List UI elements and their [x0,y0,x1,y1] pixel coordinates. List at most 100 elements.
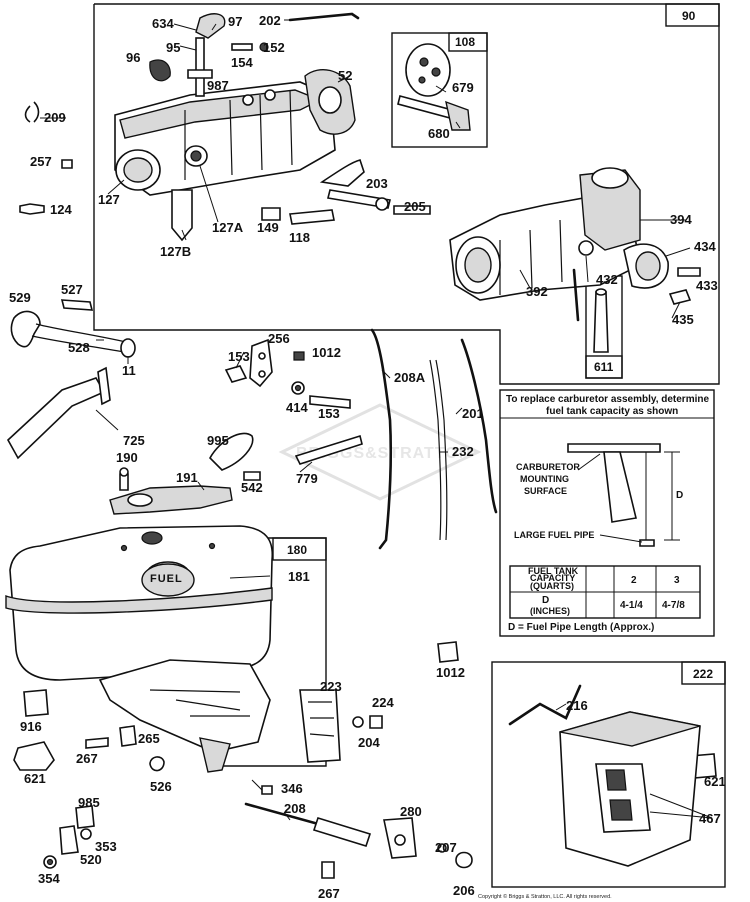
mounting-bracket [98,659,271,773]
carburetor-body [114,81,336,242]
part-label-394: 394 [670,212,692,227]
part-label-542: 542 [241,480,263,495]
frame-611: 611 [585,275,623,379]
note-pipe-label: LARGE FUEL PIPE [514,530,594,540]
part-label-634: 634 [152,16,174,31]
part-label-680: 680 [428,126,450,141]
frame-90: 90 [93,3,720,385]
part-label-208: 208 [284,801,306,816]
part-label-191: 191 [176,470,198,485]
frame-108: 108 [391,32,488,148]
part-label-224: 224 [372,695,394,710]
note-dim-d: D [676,490,683,501]
linkage-256 [224,338,351,409]
fuel-pipe-528 [10,310,136,358]
part-label-256: 256 [268,331,290,346]
part-label-154: 154 [231,55,253,70]
part-label-527: 527 [61,282,83,297]
table-r2-val-1: 4-1/4 [620,600,643,611]
part-label-467: 467 [699,811,721,826]
gasket-108-parts [397,43,471,131]
part-label-433: 433 [696,278,718,293]
part-label-203: 203 [366,176,388,191]
part-label-149: 149 [257,220,279,235]
part-label-526: 526 [150,779,172,794]
part-label-207: 207 [435,840,457,855]
air-cleaner-222 [508,684,701,867]
part-label-267b: 267 [318,886,340,901]
part-label-153b: 153 [318,406,340,421]
part-label-127b: 127B [160,244,191,259]
part-label-520: 520 [80,852,102,867]
part-label-267a: 267 [76,751,98,766]
part-label-257: 257 [30,154,52,169]
table-r1-label-2: CAPACITY [530,573,575,583]
choke-link-202 [288,12,360,22]
throttle-shaft-assembly [149,13,269,97]
part-label-124: 124 [50,202,72,217]
table-r1-val-2: 3 [674,575,680,586]
part-label-528: 528 [68,340,90,355]
table-r2-label-1: D [542,595,549,606]
carburetor-392 [449,167,701,353]
part-label-216: 216 [566,698,588,713]
part-label-779: 779 [296,471,318,486]
part-label-414: 414 [286,400,308,415]
part-label-265: 265 [138,731,160,746]
part-label-1012a: 1012 [312,345,341,360]
table-r1-label-3: (QUARTS) [530,581,574,591]
part-label-434: 434 [694,239,716,254]
part-label-346: 346 [281,781,303,796]
part-label-153a: 153 [228,349,250,364]
control-plate-223 [299,689,383,763]
fuel-cap-text: FUEL [150,573,183,585]
capacity-table: FUEL TANK CAPACITY (QUARTS) 2 3 D (INCHE… [509,565,701,619]
part-number-labels: 634 97 202 95 152 154 96 987 52 679 680 … [9,13,726,901]
note-title-1: To replace carburetor assembly, determin… [506,394,709,405]
carb-note-box: To replace carburetor assembly, determin… [499,389,715,637]
part-label-354: 354 [38,871,60,886]
label-90: 90 [682,9,696,23]
part-label-232: 232 [452,444,474,459]
label-611: 611 [594,360,614,374]
part-label-118: 118 [289,230,310,245]
part-label-679: 679 [452,80,474,95]
part-label-95: 95 [166,40,180,55]
part-label-201: 201 [462,406,484,421]
part-label-1012b: 1012 [436,665,465,680]
part-label-987: 987 [207,78,229,93]
part-label-435: 435 [672,312,694,327]
part-label-190: 190 [116,450,138,465]
table-r1-label-1: FUEL TANK [528,566,579,576]
bottom-parts [13,641,717,879]
part-label-181: 181 [288,569,310,584]
label-222: 222 [693,667,713,681]
leader-lines [40,19,713,821]
frame-222: 222 [491,661,726,888]
note-footnote: D = Fuel Pipe Length (Approx.) [508,622,654,633]
note-mount-1: CARBURETOR [516,462,580,472]
part-label-96: 96 [126,50,140,65]
part-label-11: 11 [122,363,136,378]
note-mount-2: MOUNTING [520,474,569,484]
clip-527 [60,299,94,311]
part-label-152: 152 [263,40,285,55]
note-title-2: fuel tank capacity as shown [546,406,678,417]
part-label-725: 725 [123,433,145,448]
label-108: 108 [455,35,475,49]
parts-995-542-779 [209,432,363,481]
gasket-52 [304,68,356,135]
part-label-127a: 127A [212,220,244,235]
part-label-205: 205 [404,199,426,214]
gasket-191 [109,485,233,515]
choke-lever-203 [319,159,391,211]
table-r2-val-2: 4-7/8 [662,600,685,611]
part-label-916: 916 [20,719,42,734]
part-label-995: 995 [207,433,229,448]
part-label-621b: 621 [704,774,726,789]
part-label-529: 529 [9,290,31,305]
part-label-209: 209 [44,110,66,125]
label-180: 180 [287,543,307,557]
part-label-52: 52 [338,68,352,83]
